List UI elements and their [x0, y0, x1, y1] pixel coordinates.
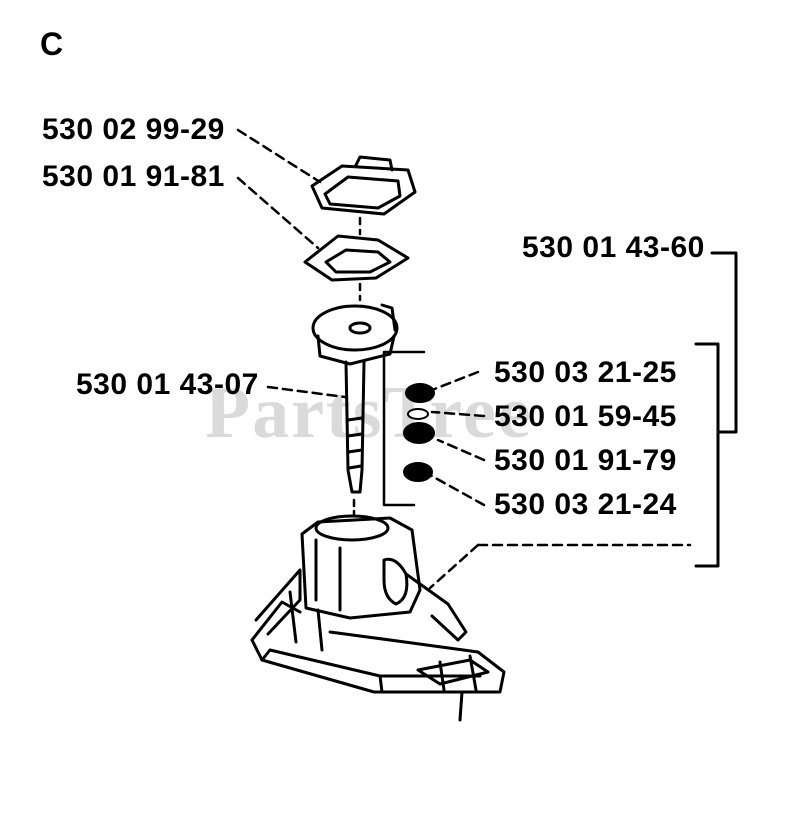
part-label-kit[interactable]: 530 01 43-60	[522, 231, 705, 264]
part-label-seal-small[interactable]: 530 01 59-45	[494, 400, 677, 433]
needle-shaft-part	[344, 360, 366, 494]
part-label-needle-assembly[interactable]: 530 01 43-07	[76, 368, 259, 401]
seal-top-part	[405, 383, 435, 403]
kit-brackets	[694, 251, 738, 568]
seal-stack-bracket	[382, 350, 426, 507]
seal-mid-part	[403, 422, 435, 444]
seal-bottom-part	[403, 462, 433, 482]
part-label-seal-bottom[interactable]: 530 03 21-24	[494, 488, 677, 521]
part-label-seal-mid[interactable]: 530 01 91-79	[494, 444, 677, 477]
needle-disc-part	[311, 303, 399, 366]
section-letter: C	[40, 26, 64, 62]
part-label-cover-gasket[interactable]: 530 01 91-81	[42, 160, 225, 193]
cover-part	[310, 155, 417, 216]
leader-lines	[236, 128, 692, 590]
part-label-seal-top[interactable]: 530 03 21-25	[494, 356, 677, 389]
seal-discs	[403, 383, 435, 482]
seal-small-part	[407, 408, 429, 420]
part-label-cover[interactable]: 530 02 99-29	[42, 113, 225, 146]
cover-gasket-part	[303, 234, 410, 282]
carburetor-body-part	[250, 514, 506, 722]
